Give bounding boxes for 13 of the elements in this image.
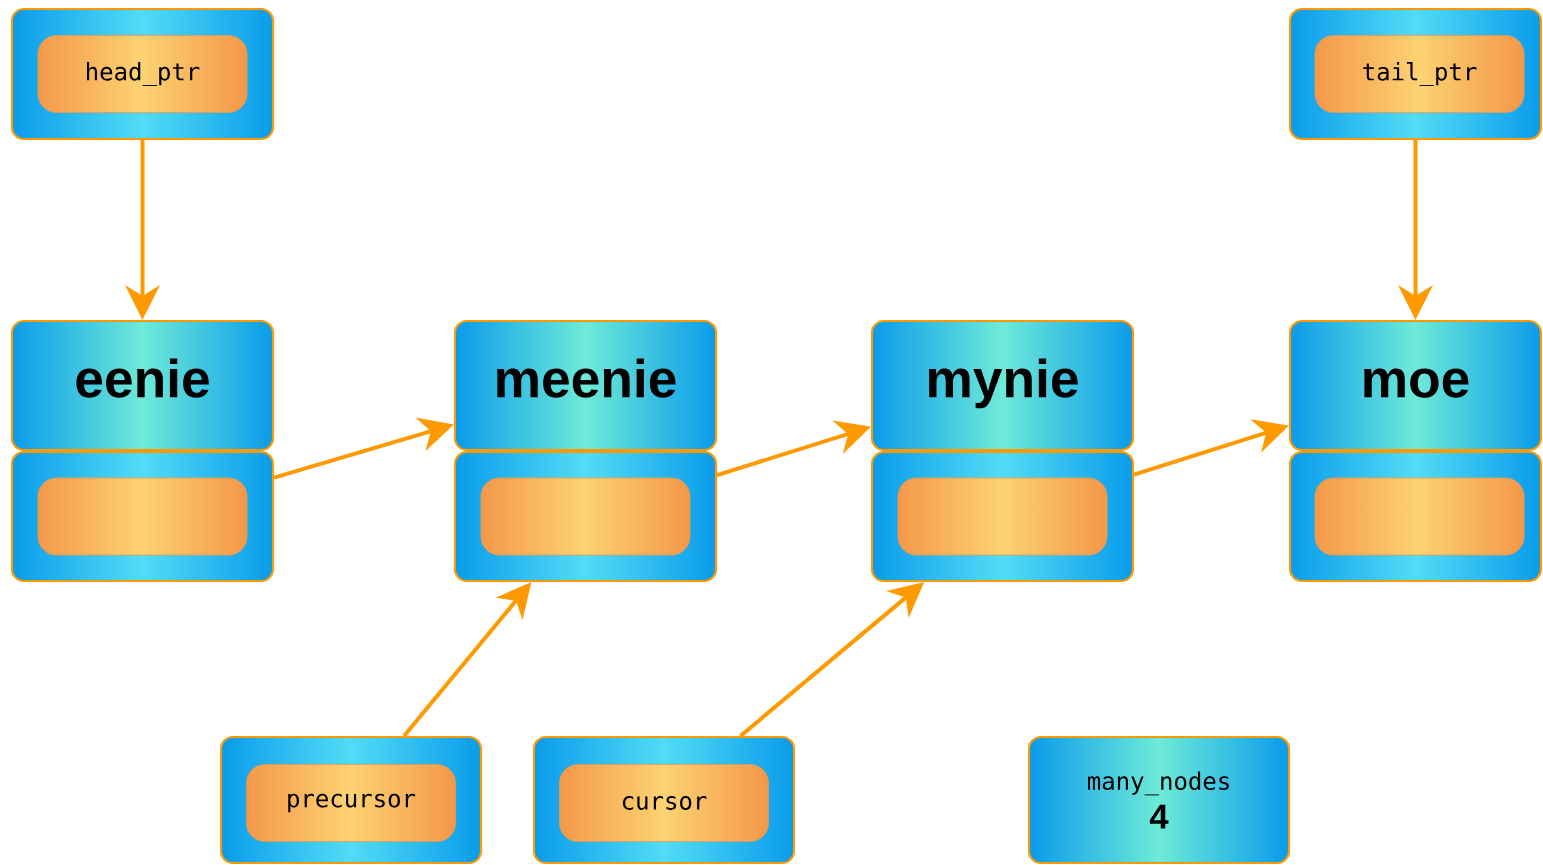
name-tag: head_ptr <box>37 35 248 113</box>
name-tag: precursor <box>246 764 456 842</box>
name-tag <box>37 477 248 556</box>
node-name-box: meenie <box>453 319 718 452</box>
node-name-box: moe <box>1288 319 1543 452</box>
counter-box: many_nodes 4 <box>1027 735 1291 865</box>
name-tag <box>1314 477 1525 556</box>
node-name-box: eenie <box>10 319 275 452</box>
name-tag: cursor <box>559 764 769 842</box>
name-tag <box>897 477 1108 556</box>
name-tag: tail_ptr <box>1314 35 1525 113</box>
node-name-box: mynie <box>870 319 1135 452</box>
name-tag <box>480 477 691 556</box>
